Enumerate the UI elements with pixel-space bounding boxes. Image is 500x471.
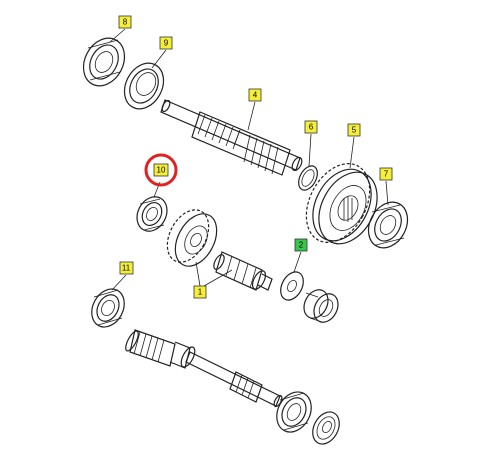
callout-9-text: 9 xyxy=(164,39,169,48)
callout-5-text: 5 xyxy=(352,126,357,135)
circlip-part-6 xyxy=(298,165,318,191)
callout-2-text: 2 xyxy=(299,241,304,250)
callout-1: 1 xyxy=(193,285,207,299)
washer-part-2 xyxy=(280,271,304,301)
gear-part-5 xyxy=(305,163,378,245)
gear-part-1-shaft xyxy=(213,251,273,291)
callout-11: 11 xyxy=(119,261,134,275)
bearing-part-7 xyxy=(367,201,409,249)
bearing-part-8 xyxy=(82,37,126,87)
bearing-part-10 xyxy=(136,196,168,232)
bottom-bearing xyxy=(276,391,312,433)
callout-11-text: 11 xyxy=(122,264,131,273)
callout-6-text: 6 xyxy=(309,123,314,132)
callout-7: 7 xyxy=(379,167,393,181)
highlight-circle xyxy=(144,153,178,187)
callout-2: 2 xyxy=(294,238,308,252)
callout-7-text: 7 xyxy=(384,170,389,179)
callout-1-text: 1 xyxy=(198,288,203,297)
callout-10-text: 10 xyxy=(157,166,166,175)
callout-4-text: 4 xyxy=(253,91,258,100)
drive-shaft xyxy=(125,329,283,408)
callout-6: 6 xyxy=(304,120,318,134)
callout-5: 5 xyxy=(347,123,361,137)
callout-4: 4 xyxy=(248,88,262,102)
callout-8-text: 8 xyxy=(123,18,128,27)
needle-bearing xyxy=(303,289,339,323)
oil-seal-part-9 xyxy=(123,62,165,110)
callout-9: 9 xyxy=(159,36,173,50)
main-shaft-part-4 xyxy=(160,99,303,176)
callout-10: 10 xyxy=(144,153,178,187)
gear-part-1 xyxy=(166,209,218,267)
bottom-oil-seal xyxy=(312,411,340,445)
callout-8: 8 xyxy=(118,15,132,29)
bearing-part-11 xyxy=(91,288,125,328)
